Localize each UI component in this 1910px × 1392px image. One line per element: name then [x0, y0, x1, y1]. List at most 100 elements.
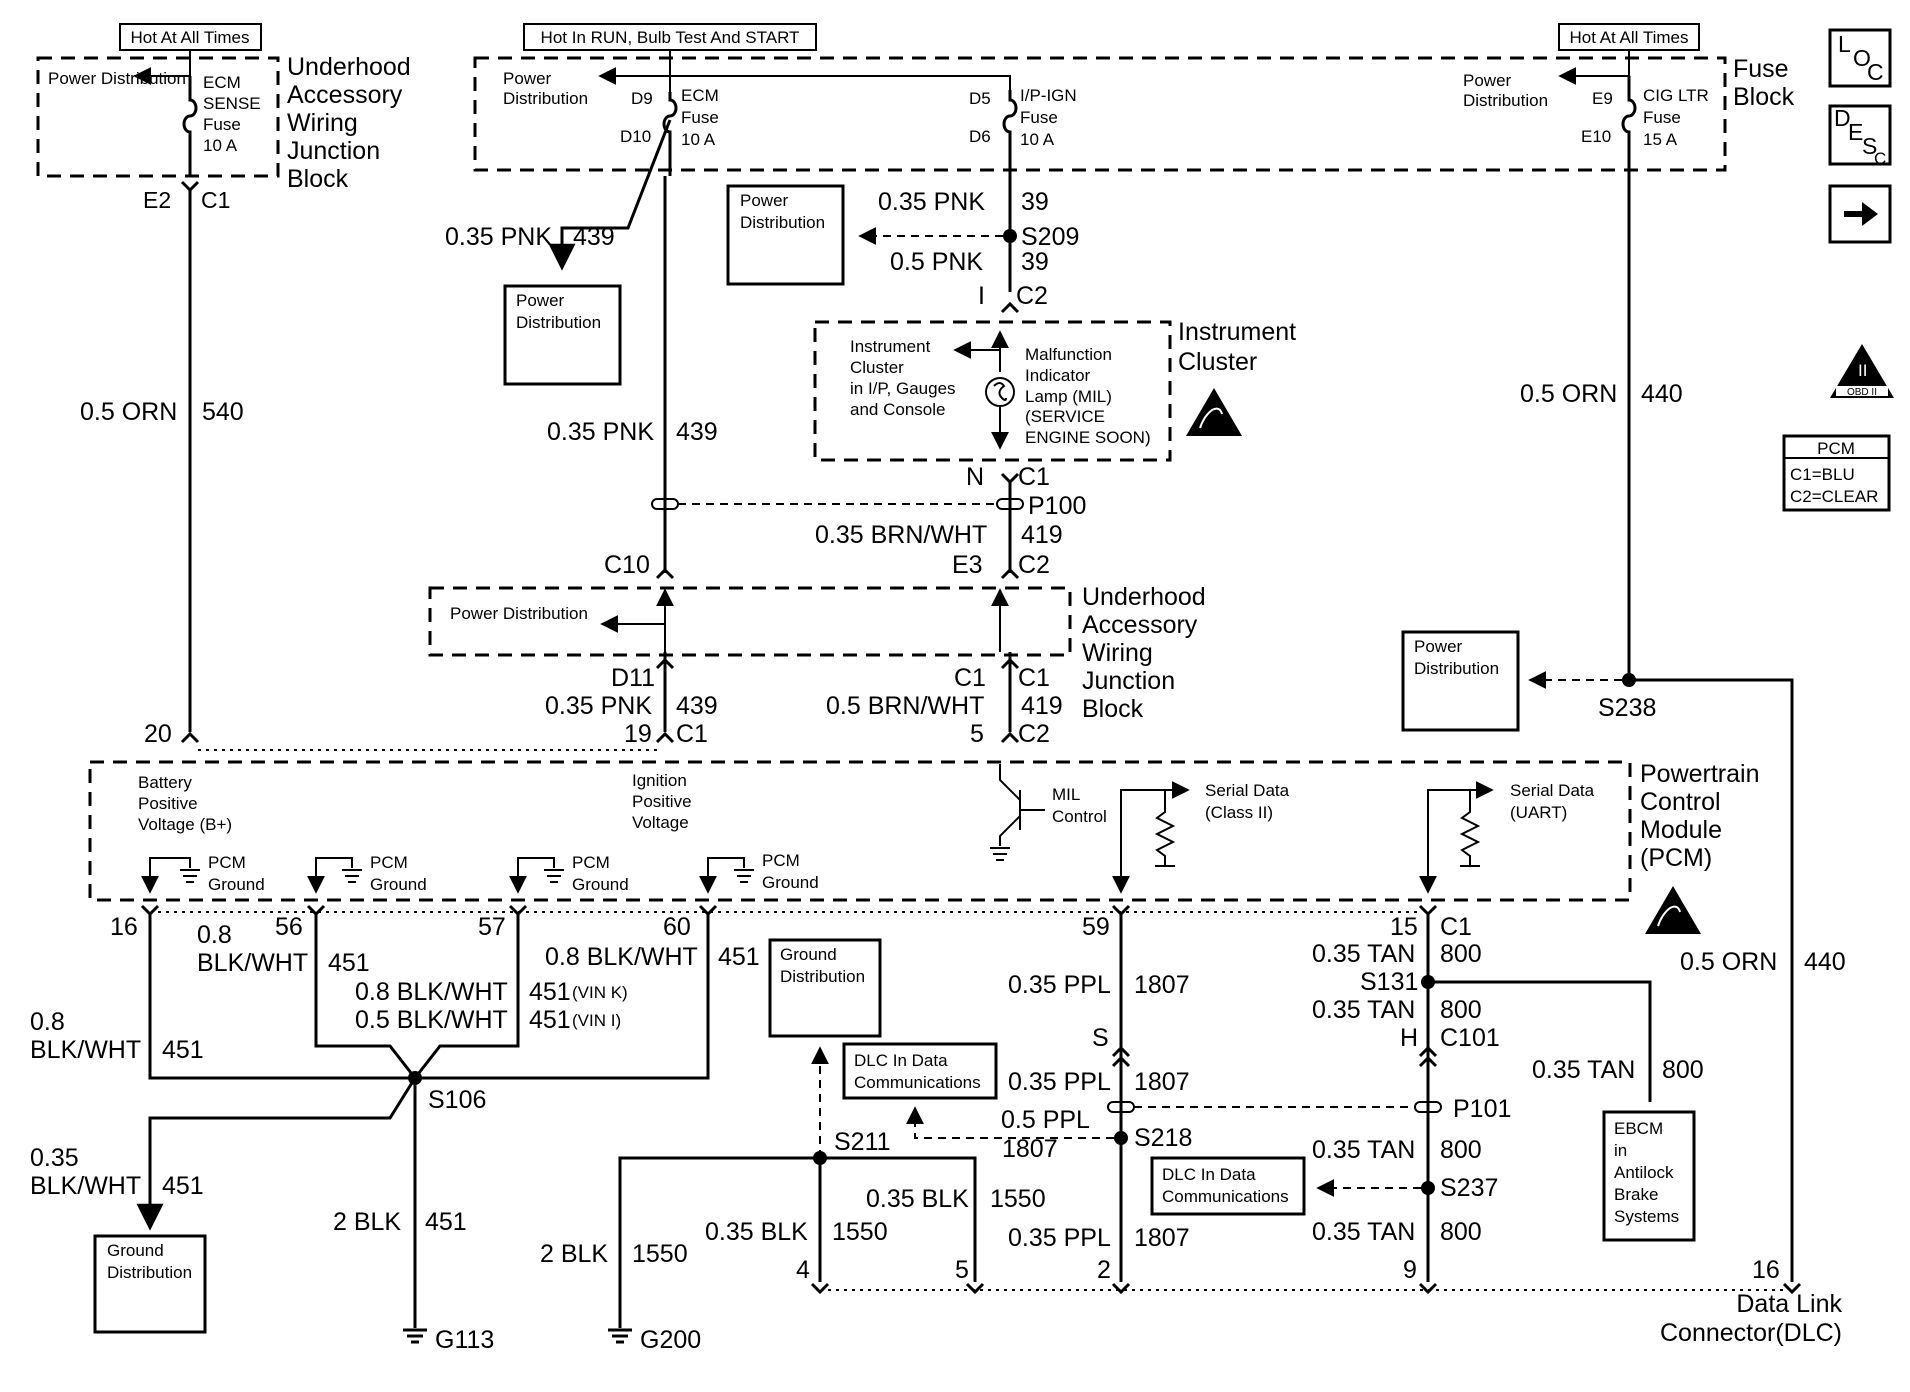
connector-c1-left: C1: [954, 664, 986, 692]
ecm-sense-fuse: [182, 76, 198, 176]
svg-text:Distribution: Distribution: [780, 967, 865, 986]
svg-text:Block: Block: [1733, 83, 1795, 111]
svg-text:Instrument: Instrument: [1178, 318, 1296, 346]
dlc-pins: [810, 1282, 1802, 1295]
underhood-mid-block-outline: [428, 586, 1072, 657]
svg-text:0.35: 0.35: [30, 1144, 79, 1172]
pin-e9: E9: [1592, 89, 1613, 108]
connector-p100: P100: [1028, 492, 1086, 520]
description-button[interactable]: D E S C: [1828, 104, 1892, 168]
wire-800a-color: 0.35 TAN: [1312, 940, 1415, 968]
svg-text:Underhood: Underhood: [287, 53, 411, 81]
serial-data-class2-label-2: (Class II): [1205, 803, 1273, 822]
connector-ic-c1: C1: [1018, 463, 1050, 491]
svg-text:ECM: ECM: [203, 73, 241, 92]
pcm-pin-15: 15: [1390, 913, 1418, 941]
next-page-button[interactable]: [1828, 184, 1892, 244]
connector-ic-c2-pin: I: [978, 282, 985, 310]
dlc-in-data-communications-box-1: DLC In Data Communications: [842, 1042, 998, 1100]
svg-text:Junction: Junction: [287, 137, 380, 165]
wire-451k-vin: (VIN K): [572, 983, 628, 1002]
pin-e10: E10: [1581, 127, 1611, 146]
wire-451i-color: 0.5 BLK/WHT: [355, 1006, 508, 1034]
ecm-fuse-label: ECM Fuse 10 A: [681, 86, 719, 149]
connector-ic-c2: C2: [1016, 282, 1048, 310]
connector-e3: E3: [952, 551, 983, 579]
instrument-cluster-outline: [813, 320, 1172, 462]
ip-ign-fuse-label: I/P-IGN Fuse 10 A: [1020, 86, 1077, 149]
svg-text:C: C: [1874, 149, 1886, 168]
connector-h-pin: H: [1400, 1024, 1418, 1052]
wire-451-pin56: [314, 914, 417, 1079]
wire-1807b-color: 0.35 PPL: [1008, 1068, 1111, 1096]
cig-ltr-fuse: [1621, 76, 1637, 176]
pcm-pin-16: 16: [110, 913, 138, 941]
svg-text:Block: Block: [1082, 695, 1144, 723]
wire-419a-circuit: 419: [1021, 521, 1063, 549]
svg-text:Power: Power: [1414, 637, 1463, 656]
p101-right-grommet: [1414, 1101, 1442, 1113]
wire-451k-color: 0.8 BLK/WHT: [355, 978, 508, 1006]
right-arrow-icon[interactable]: [1862, 202, 1878, 226]
wire-451d-label: 0.35 BLK/WHT 451: [30, 1144, 204, 1200]
svg-text:Accessory: Accessory: [1082, 611, 1198, 639]
wire-39a-color: 0.35 PNK: [878, 188, 985, 216]
mil-control-label-2: Control: [1052, 807, 1107, 826]
splice-s238: S238: [1598, 694, 1656, 722]
svg-text:C1=BLU: C1=BLU: [1790, 465, 1855, 484]
svg-text:Instrument: Instrument: [850, 337, 931, 356]
pcm-pin-57: 57: [478, 913, 506, 941]
svg-text:S: S: [1862, 133, 1877, 159]
connector-e2: E2: [143, 187, 171, 213]
splice-s237: S237: [1440, 1174, 1498, 1202]
wire-1807a-circuit: 1807: [1134, 971, 1190, 999]
svg-text:Hot At All Times: Hot At All Times: [130, 28, 249, 47]
svg-text:D: D: [1834, 105, 1851, 131]
wire-419a-color: 0.35 BRN/WHT: [815, 521, 987, 549]
wire-1807d-circuit: 1807: [1134, 1224, 1190, 1252]
dlc-pin-2: 2: [1097, 1256, 1111, 1284]
wire-1807c-color: 0.5 PPL: [1001, 1106, 1090, 1134]
power-distribution-box-s209: Power Distribution: [726, 184, 845, 286]
svg-text:451: 451: [162, 1036, 204, 1064]
wire-451c-color: 0.8 BLK/WHT: [545, 943, 698, 971]
wire-439c-color: 0.35 PNK: [545, 692, 652, 720]
esd-warning-icon-cluster: [1186, 388, 1242, 436]
wire-1550a-circuit: 1550: [632, 1240, 688, 1268]
wire-39b-circuit: 39: [1021, 248, 1049, 276]
pcm-pin-20: 20: [144, 720, 172, 748]
svg-text:DLC In Data: DLC In Data: [1162, 1165, 1256, 1184]
svg-text:and Console: and Console: [850, 400, 945, 419]
svg-text:Distribution: Distribution: [503, 89, 588, 108]
svg-text:CIG LTR: CIG LTR: [1643, 86, 1709, 105]
svg-text:BLK/WHT: BLK/WHT: [30, 1172, 141, 1200]
connector-c1-right: C1: [1018, 664, 1050, 692]
splice-s106: S106: [428, 1086, 486, 1114]
pcm-ignition-label: Ignition Positive Voltage: [632, 771, 692, 832]
pcm-connector-c1-bottom: C1: [1440, 913, 1472, 941]
instrument-cluster-left-label: Instrument Cluster in I/P, Gauges and Co…: [850, 337, 956, 419]
mil-lamp-label: Malfunction Indicator Lamp (MIL) (SERVIC…: [1025, 345, 1151, 447]
wire-419b-color: 0.5 BRN/WHT: [826, 692, 984, 720]
wire-439c-circuit: 439: [676, 692, 718, 720]
splice-s218-dot: [1114, 1131, 1128, 1145]
ebcm-box: EBCM in Antilock Brake Systems: [1602, 1110, 1696, 1242]
wire-800b-circuit: 800: [1440, 996, 1482, 1024]
wire-451i-vin: (VIN I): [572, 1011, 621, 1030]
dlc-title: Data Link Connector(DLC): [1660, 1290, 1843, 1347]
wire-39b-color: 0.5 PNK: [890, 248, 983, 276]
ground-g113-icon: [403, 1328, 427, 1344]
svg-text:Fuse: Fuse: [1733, 55, 1789, 83]
pcm-bottom-pins: [140, 904, 1438, 917]
svg-text:Cluster: Cluster: [850, 358, 904, 377]
svg-text:Connector(DLC): Connector(DLC): [1660, 1319, 1842, 1347]
connector-c2-e3: C2: [1018, 551, 1050, 579]
svg-text:Ground: Ground: [107, 1241, 164, 1260]
svg-text:Ignition: Ignition: [632, 771, 687, 790]
location-button[interactable]: L O C: [1828, 28, 1892, 88]
svg-text:E: E: [1848, 119, 1863, 145]
wire-1550-g200: [618, 1156, 820, 1328]
